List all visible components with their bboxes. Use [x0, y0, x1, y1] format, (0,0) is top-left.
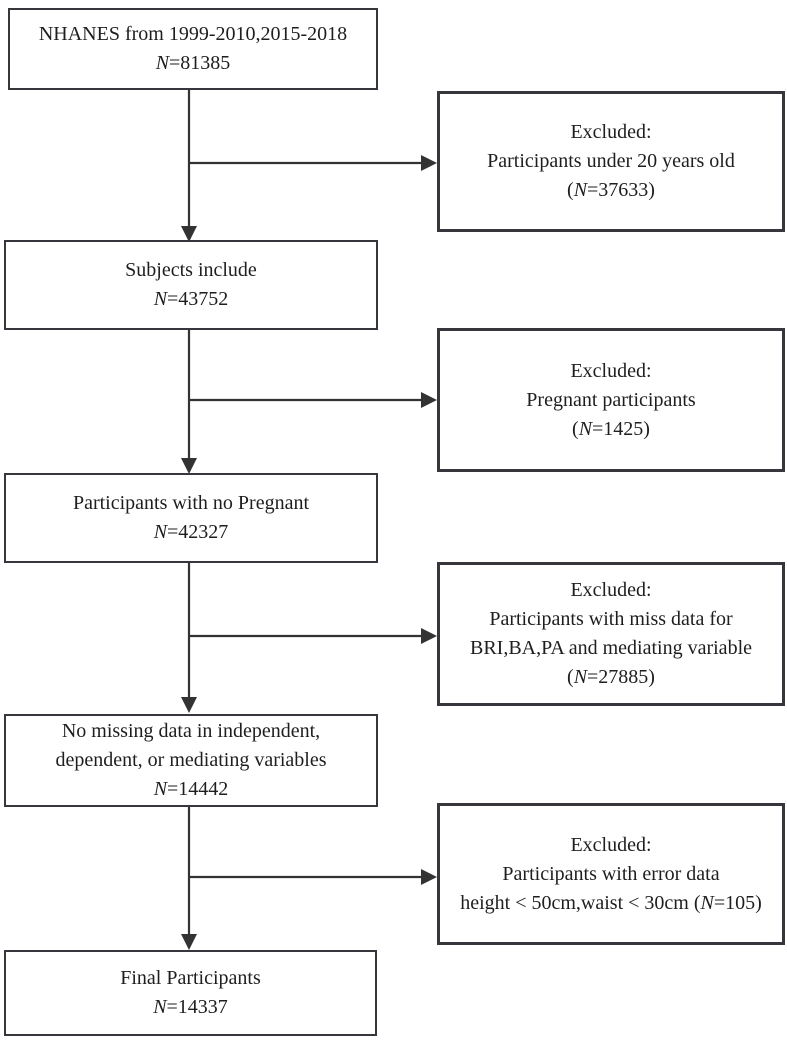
- excluded-header: Excluded:: [570, 359, 652, 382]
- box-n-line: N=14337: [153, 993, 228, 1022]
- excluded-box-missing-data: Excluded: Participants with miss data fo…: [437, 562, 785, 706]
- box-text-line: NHANES from 1999-2010,2015-2018: [38, 23, 348, 45]
- n-value: =43752: [167, 288, 229, 310]
- box-n-line: (N=1425): [572, 415, 650, 444]
- box-text-line: Participants under 20 years old: [487, 150, 735, 172]
- n-value: =42327: [167, 521, 229, 543]
- n-prefix: (: [567, 179, 574, 201]
- n-value: =81385: [169, 52, 231, 74]
- n-value: =1425): [592, 417, 650, 440]
- excluded-header: Excluded:: [570, 121, 652, 143]
- n-symbol: N: [578, 417, 593, 440]
- box-n-line: (N=37633): [567, 176, 655, 205]
- box-text-line: Final Participants: [120, 967, 261, 989]
- box-text-line: Participants with miss data for: [489, 608, 733, 630]
- n-symbol: N: [155, 52, 170, 74]
- n-symbol: N: [573, 179, 588, 201]
- n-prefix: (: [572, 417, 579, 440]
- arrow-right-icon: [189, 392, 437, 408]
- n-prefix: height < 50cm,waist < 30cm (: [460, 891, 701, 914]
- box-text-line: Participants with no Pregnant: [72, 492, 310, 514]
- flow-box-no-missing-data: No missing data in independent, dependen…: [4, 714, 378, 807]
- box-text-line: Participants with error data: [502, 862, 720, 885]
- box-n-line: N=42327: [154, 518, 229, 547]
- excluded-header: Excluded:: [570, 579, 652, 601]
- n-value: =105): [713, 891, 762, 914]
- box-n-line: height < 50cm,waist < 30cm (N=105): [460, 889, 762, 918]
- arrow-right-icon: [189, 155, 437, 171]
- n-value: =14442: [167, 778, 229, 800]
- excluded-box-under-20: Excluded: Participants under 20 years ol…: [437, 91, 785, 232]
- arrow-down-icon: [181, 330, 197, 474]
- n-symbol: N: [153, 288, 168, 310]
- box-text-line: No missing data in independent,: [61, 720, 321, 742]
- box-text-line: Pregnant participants: [526, 388, 696, 411]
- arrow-down-icon: [181, 90, 197, 242]
- box-n-line: (N=27885): [567, 663, 655, 692]
- excluded-box-pregnant: Excluded: Pregnant participants (N=1425): [437, 328, 785, 472]
- n-value: =37633): [587, 179, 655, 201]
- box-n-line: N=43752: [154, 285, 229, 314]
- arrow-right-icon: [189, 869, 437, 885]
- flow-box-nhanes-source: NHANES from 1999-2010,2015-2018 N=81385: [8, 8, 378, 90]
- box-text-line: Subjects include: [125, 259, 257, 281]
- excluded-box-error-data: Excluded: Participants with error data h…: [437, 803, 785, 945]
- n-symbol: N: [153, 996, 167, 1018]
- arrow-down-icon: [181, 807, 197, 950]
- box-n-line: N=14442: [154, 775, 229, 804]
- box-text-line: BRI,BA,PA and mediating variable: [469, 637, 752, 659]
- n-value: =14337: [166, 996, 228, 1018]
- box-n-line: N=81385: [156, 49, 231, 78]
- arrow-right-icon: [189, 628, 437, 644]
- n-prefix: (: [567, 666, 574, 688]
- flow-box-final-participants: Final Participants N=14337: [4, 950, 377, 1036]
- n-symbol: N: [700, 891, 714, 914]
- n-symbol: N: [573, 666, 588, 688]
- flow-box-no-pregnant: Participants with no Pregnant N=42327: [4, 473, 378, 563]
- excluded-header: Excluded:: [570, 833, 652, 856]
- n-symbol: N: [153, 778, 168, 800]
- box-text-line: dependent, or mediating variables: [55, 749, 327, 771]
- flow-box-subjects-include: Subjects include N=43752: [4, 240, 378, 330]
- n-value: =27885): [587, 666, 655, 688]
- arrow-down-icon: [181, 563, 197, 713]
- n-symbol: N: [153, 521, 168, 543]
